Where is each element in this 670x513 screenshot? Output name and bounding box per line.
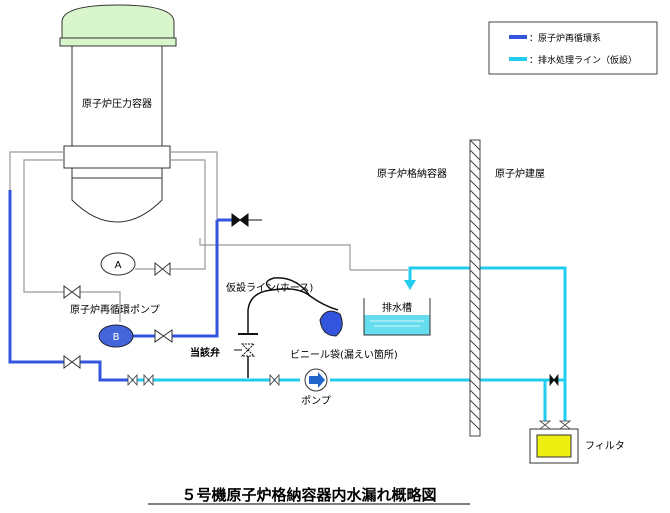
diagram-title: ５号機原子炉格納容器内水漏れ概略図 bbox=[181, 486, 436, 504]
target-valve-icon bbox=[234, 333, 258, 357]
legend-label-drain: ：排水処理ライン（仮設） bbox=[529, 54, 637, 66]
pump-a-label: A bbox=[115, 260, 122, 271]
vent-valve-icon bbox=[231, 213, 262, 227]
drain-pump-icon bbox=[304, 368, 328, 392]
drain-line-cyan bbox=[128, 266, 567, 422]
legend-label-recirc: ：原子炉再循環系 bbox=[529, 32, 601, 44]
reactor-building-label: 原子炉建屋 bbox=[495, 167, 545, 180]
recirc-piping-grey bbox=[9, 151, 408, 322]
valve-icon bbox=[63, 261, 173, 369]
filter bbox=[529, 428, 579, 464]
temp-line-label: 仮設ライン(ホース) bbox=[226, 281, 313, 294]
small-valve-icon bbox=[127, 373, 280, 387]
legend: ：原子炉再循環系 ：排水処理ライン（仮設） bbox=[488, 21, 658, 75]
drain-line-arrow bbox=[404, 280, 416, 290]
vinyl-bag-label: ビニール袋(漏えい箇所) bbox=[290, 348, 398, 361]
pump-a: A bbox=[100, 252, 136, 276]
recirc-system-blue bbox=[8, 190, 232, 382]
pump-b-label: B bbox=[113, 332, 120, 343]
pcv-wall bbox=[469, 139, 481, 437]
pcv-label: 原子炉格納容器 bbox=[377, 167, 447, 180]
target-valve-label: 当該弁 bbox=[190, 346, 220, 359]
reactor-pressure-vessel bbox=[59, 4, 177, 223]
filter-inlet-valve-icon bbox=[538, 420, 572, 430]
vinyl-bag-icon bbox=[319, 310, 343, 337]
pump-b: B bbox=[98, 324, 134, 348]
drain-tank bbox=[363, 298, 431, 336]
drain-tank-label: 排水槽 bbox=[382, 301, 412, 314]
rpv-label: 原子炉圧力容器 bbox=[82, 97, 152, 110]
drain-valve-icon bbox=[549, 373, 559, 387]
recirc-pump-label: 原子炉再循環ポンプ bbox=[70, 303, 160, 316]
filter-label: フィルタ bbox=[585, 440, 625, 452]
drain-pump-label: ポンプ bbox=[301, 395, 331, 407]
